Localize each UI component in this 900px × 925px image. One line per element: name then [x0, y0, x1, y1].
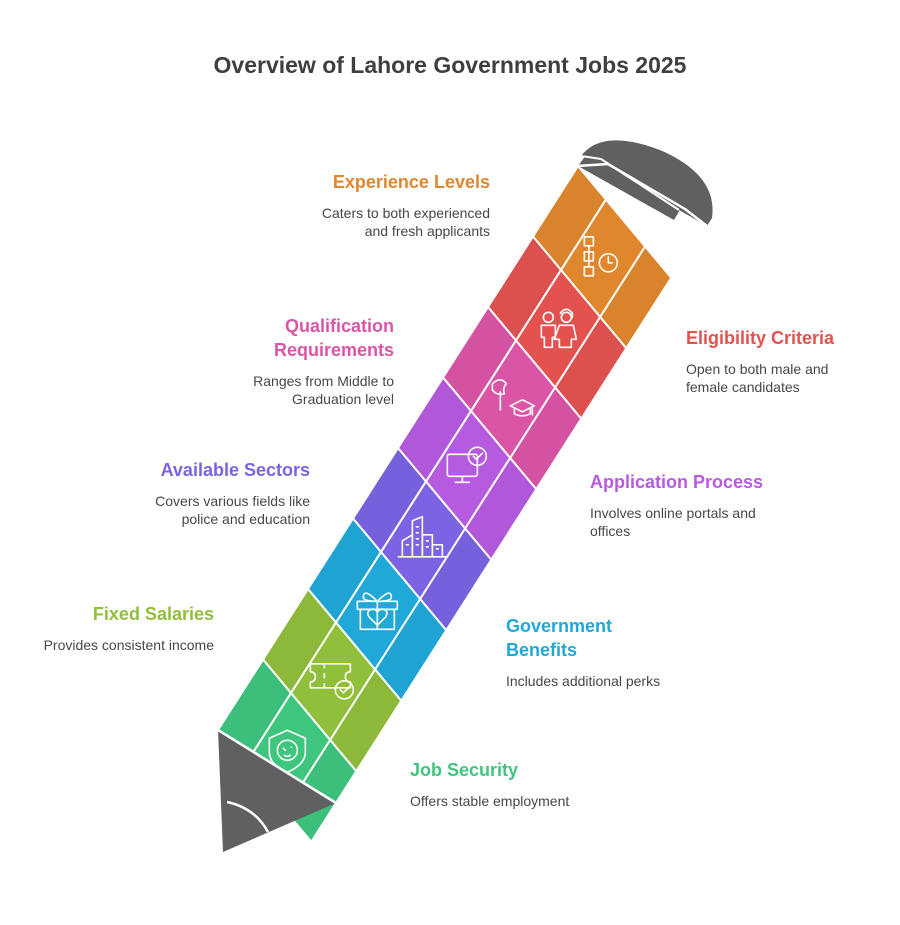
item-title: Qualification Requirements: [273, 316, 394, 360]
monitor-check-icon: [446, 446, 488, 484]
label-application-process: Application Process Involves online port…: [590, 470, 790, 540]
label-eligibility-criteria: Eligibility Criteria Open to both male a…: [686, 326, 886, 396]
label-fixed-salaries: Fixed Salaries Provides consistent incom…: [14, 602, 214, 654]
item-desc: Covers various fields like police and ed…: [155, 493, 310, 527]
item-desc: Includes additional perks: [506, 673, 661, 689]
item-desc: Provides consistent income: [43, 637, 214, 653]
item-title: Job Security: [410, 760, 519, 780]
item-title: Application Process: [590, 472, 764, 492]
shield-icon: [268, 729, 307, 774]
item-desc: Open to both male and female candidates: [686, 361, 829, 395]
item-desc: Involves online portals and offices: [590, 505, 756, 539]
item-title: Experience Levels: [332, 172, 490, 192]
item-desc: Offers stable employment: [410, 793, 570, 809]
label-experience-levels: Experience Levels Caters to both experie…: [230, 170, 490, 240]
org-clock-icon: [583, 235, 619, 277]
item-title: Government Benefits: [506, 616, 613, 660]
item-title: Eligibility Criteria: [686, 328, 835, 348]
item-desc: Caters to both experienced and fresh app…: [321, 205, 490, 239]
gift-icon: [356, 592, 399, 631]
buildings-icon: [397, 515, 448, 558]
pencil-icons: [268, 235, 619, 774]
ticket-check-icon: [309, 662, 355, 700]
label-job-security: Job Security Offers stable employment: [410, 758, 610, 810]
item-desc: Ranges from Middle to Graduation level: [253, 373, 394, 407]
label-government-benefits: Government Benefits Includes additional …: [506, 614, 696, 690]
pencil-eraser: [576, 140, 713, 227]
label-available-sectors: Available Sectors Covers various fields …: [120, 458, 310, 528]
label-qualification-requirements: Qualification Requirements Ranges from M…: [214, 314, 394, 408]
item-title: Available Sectors: [160, 460, 310, 480]
male-female-icon: [540, 308, 578, 349]
item-title: Fixed Salaries: [92, 604, 214, 624]
page-title: Overview of Lahore Government Jobs 2025: [213, 52, 687, 78]
graduation-icon: [491, 378, 536, 417]
